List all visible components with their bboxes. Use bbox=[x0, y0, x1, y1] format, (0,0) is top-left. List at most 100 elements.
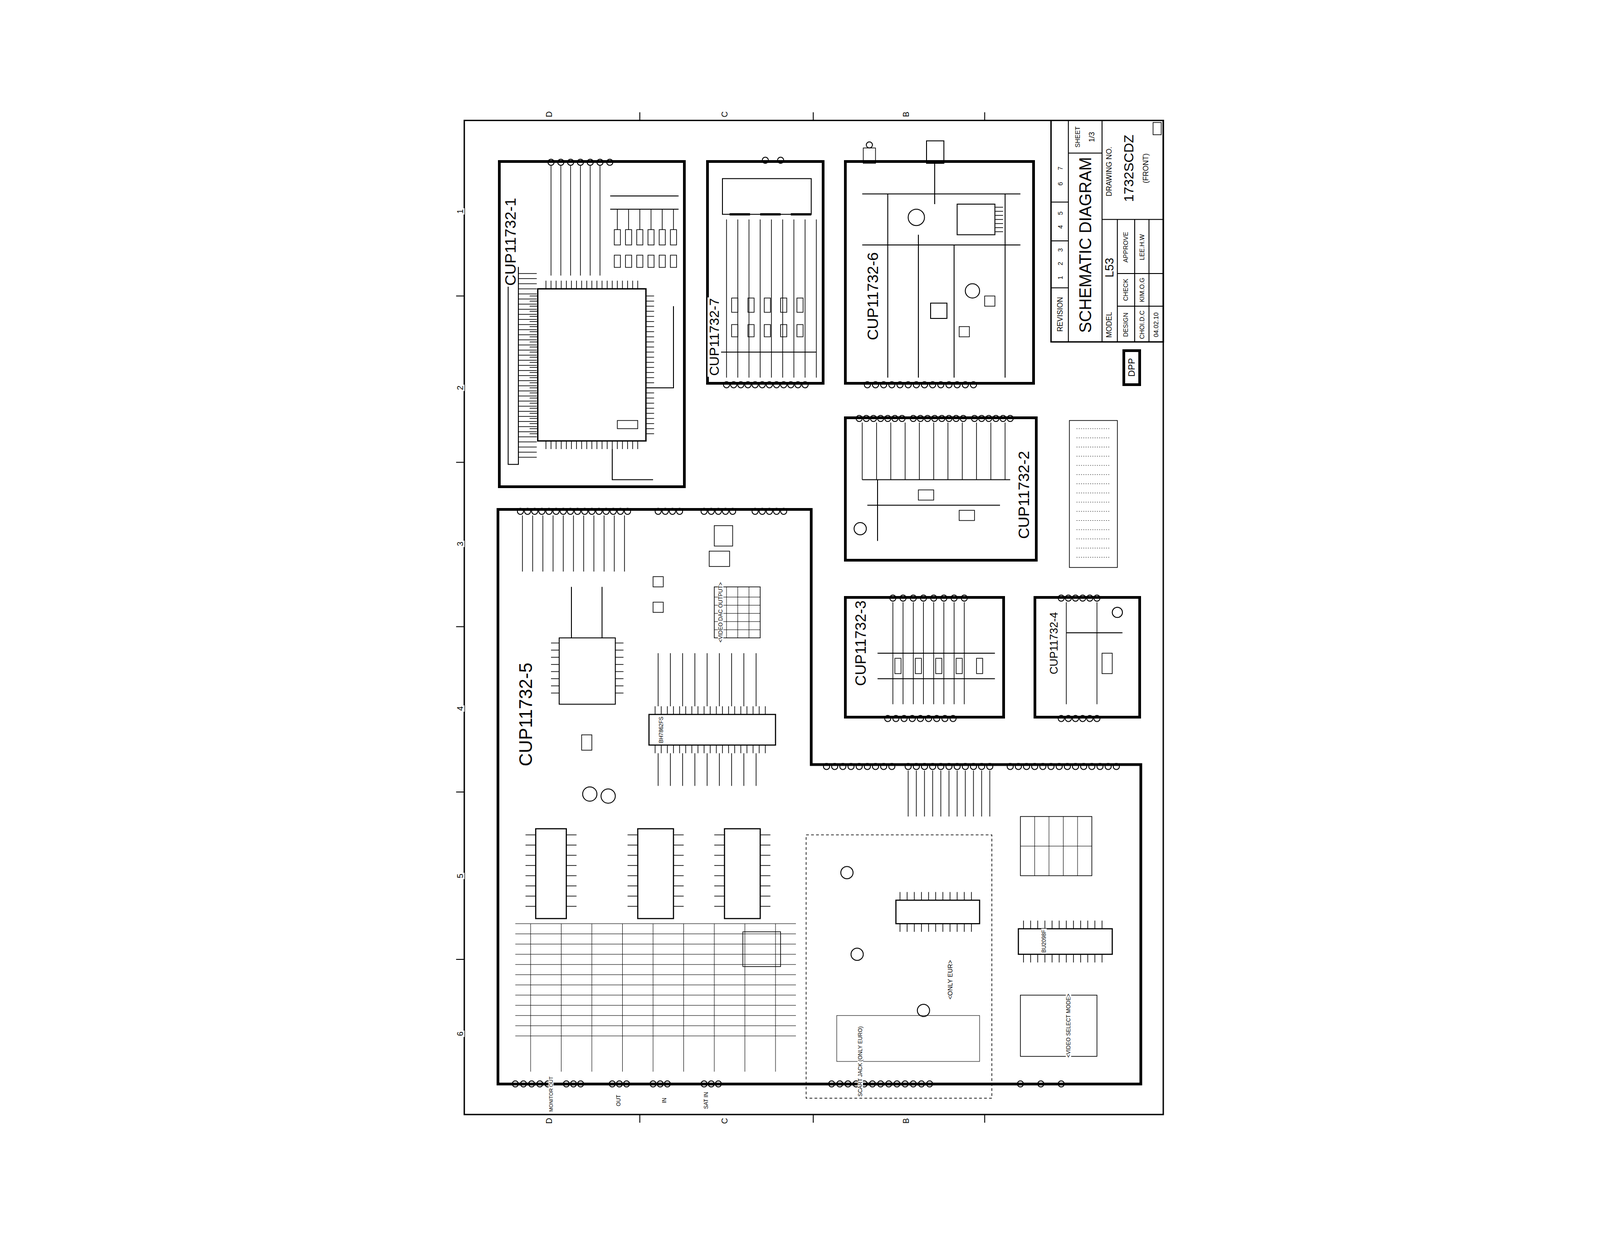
wire bbox=[1076, 465, 1111, 466]
component-symbol bbox=[959, 510, 975, 521]
wire bbox=[989, 770, 991, 817]
signal-label: IN bbox=[661, 1096, 668, 1104]
title-block-text: 4 bbox=[1057, 224, 1064, 230]
wire bbox=[632, 280, 634, 289]
title-block-text: APPROVE bbox=[1122, 230, 1129, 264]
wire bbox=[964, 892, 966, 901]
wire bbox=[719, 653, 721, 707]
wire bbox=[518, 273, 537, 274]
wire bbox=[1073, 920, 1074, 929]
board-name: CUP11732-3 bbox=[852, 599, 868, 687]
wire bbox=[645, 356, 654, 358]
wire bbox=[1101, 920, 1103, 929]
wire bbox=[518, 410, 537, 412]
wire bbox=[515, 1004, 796, 1006]
wire bbox=[1087, 954, 1089, 963]
component-symbol bbox=[1051, 120, 1164, 342]
component-symbol bbox=[714, 525, 733, 547]
component-symbol bbox=[659, 229, 666, 245]
grid-reference: 2 bbox=[456, 384, 465, 391]
terminal-circle bbox=[851, 947, 864, 961]
wire bbox=[1023, 954, 1025, 963]
wire bbox=[518, 354, 537, 356]
wire bbox=[765, 745, 766, 754]
terminal-circle bbox=[908, 209, 925, 226]
wire bbox=[545, 440, 547, 449]
wire bbox=[1134, 219, 1136, 342]
wire bbox=[995, 223, 1004, 225]
wire bbox=[1051, 201, 1069, 203]
component-symbol bbox=[764, 324, 771, 337]
wire bbox=[673, 854, 684, 856]
wire bbox=[627, 854, 639, 856]
wire bbox=[566, 905, 577, 907]
wire bbox=[934, 163, 936, 205]
wire bbox=[965, 770, 966, 817]
wire bbox=[1096, 602, 1098, 705]
wire bbox=[556, 440, 557, 449]
wire bbox=[1066, 632, 1123, 634]
wire bbox=[765, 706, 766, 715]
wire bbox=[919, 422, 921, 480]
wire bbox=[515, 1014, 796, 1016]
wire bbox=[645, 428, 654, 430]
circuit-board: CUP11732-3 bbox=[843, 595, 1006, 719]
wire bbox=[812, 112, 814, 121]
wire bbox=[518, 288, 537, 290]
wire bbox=[731, 753, 733, 786]
wire bbox=[758, 706, 760, 715]
wire bbox=[645, 366, 654, 368]
component-symbol bbox=[508, 267, 519, 465]
wire bbox=[639, 209, 641, 230]
wire bbox=[916, 770, 918, 817]
board-outline bbox=[497, 509, 1142, 1084]
wire bbox=[645, 336, 654, 338]
wire bbox=[645, 397, 654, 399]
wire bbox=[529, 351, 538, 353]
wire bbox=[645, 306, 674, 388]
wire bbox=[529, 361, 538, 363]
wire bbox=[862, 422, 864, 480]
signal-label: SAT IN bbox=[703, 1090, 709, 1110]
wire bbox=[935, 923, 937, 932]
wire bbox=[1051, 287, 1069, 289]
wire bbox=[615, 649, 624, 651]
component-symbol bbox=[742, 931, 781, 967]
wire bbox=[1076, 446, 1111, 448]
wire bbox=[586, 440, 588, 449]
wire bbox=[518, 436, 537, 438]
wire bbox=[610, 208, 679, 210]
grid-reference: C bbox=[720, 1116, 729, 1125]
wire bbox=[566, 834, 577, 836]
wire bbox=[515, 1025, 796, 1026]
wire bbox=[949, 923, 951, 932]
board-name: CUP11732-1 bbox=[502, 196, 518, 287]
wire bbox=[697, 745, 699, 754]
component-symbol bbox=[670, 229, 677, 245]
wire bbox=[566, 875, 577, 877]
wire bbox=[709, 745, 711, 754]
wire bbox=[921, 923, 922, 932]
board-name: CUP11732-4 bbox=[1048, 610, 1060, 675]
wire bbox=[1076, 520, 1111, 521]
wire bbox=[518, 283, 537, 285]
wire bbox=[984, 112, 986, 121]
wire bbox=[1058, 954, 1060, 963]
wire bbox=[529, 326, 538, 327]
component-symbol bbox=[1069, 420, 1118, 568]
wire bbox=[907, 770, 909, 817]
wire bbox=[562, 515, 564, 572]
wire bbox=[904, 422, 906, 480]
wire bbox=[758, 745, 760, 754]
wire bbox=[580, 165, 581, 276]
wire bbox=[622, 280, 624, 289]
board-name: CUP11732-7 bbox=[707, 297, 722, 377]
wire bbox=[716, 745, 718, 754]
wire bbox=[1066, 602, 1068, 705]
wire bbox=[990, 422, 992, 480]
wire bbox=[529, 413, 538, 415]
wire bbox=[654, 706, 656, 715]
component-symbol bbox=[709, 551, 730, 567]
wire bbox=[615, 685, 624, 687]
